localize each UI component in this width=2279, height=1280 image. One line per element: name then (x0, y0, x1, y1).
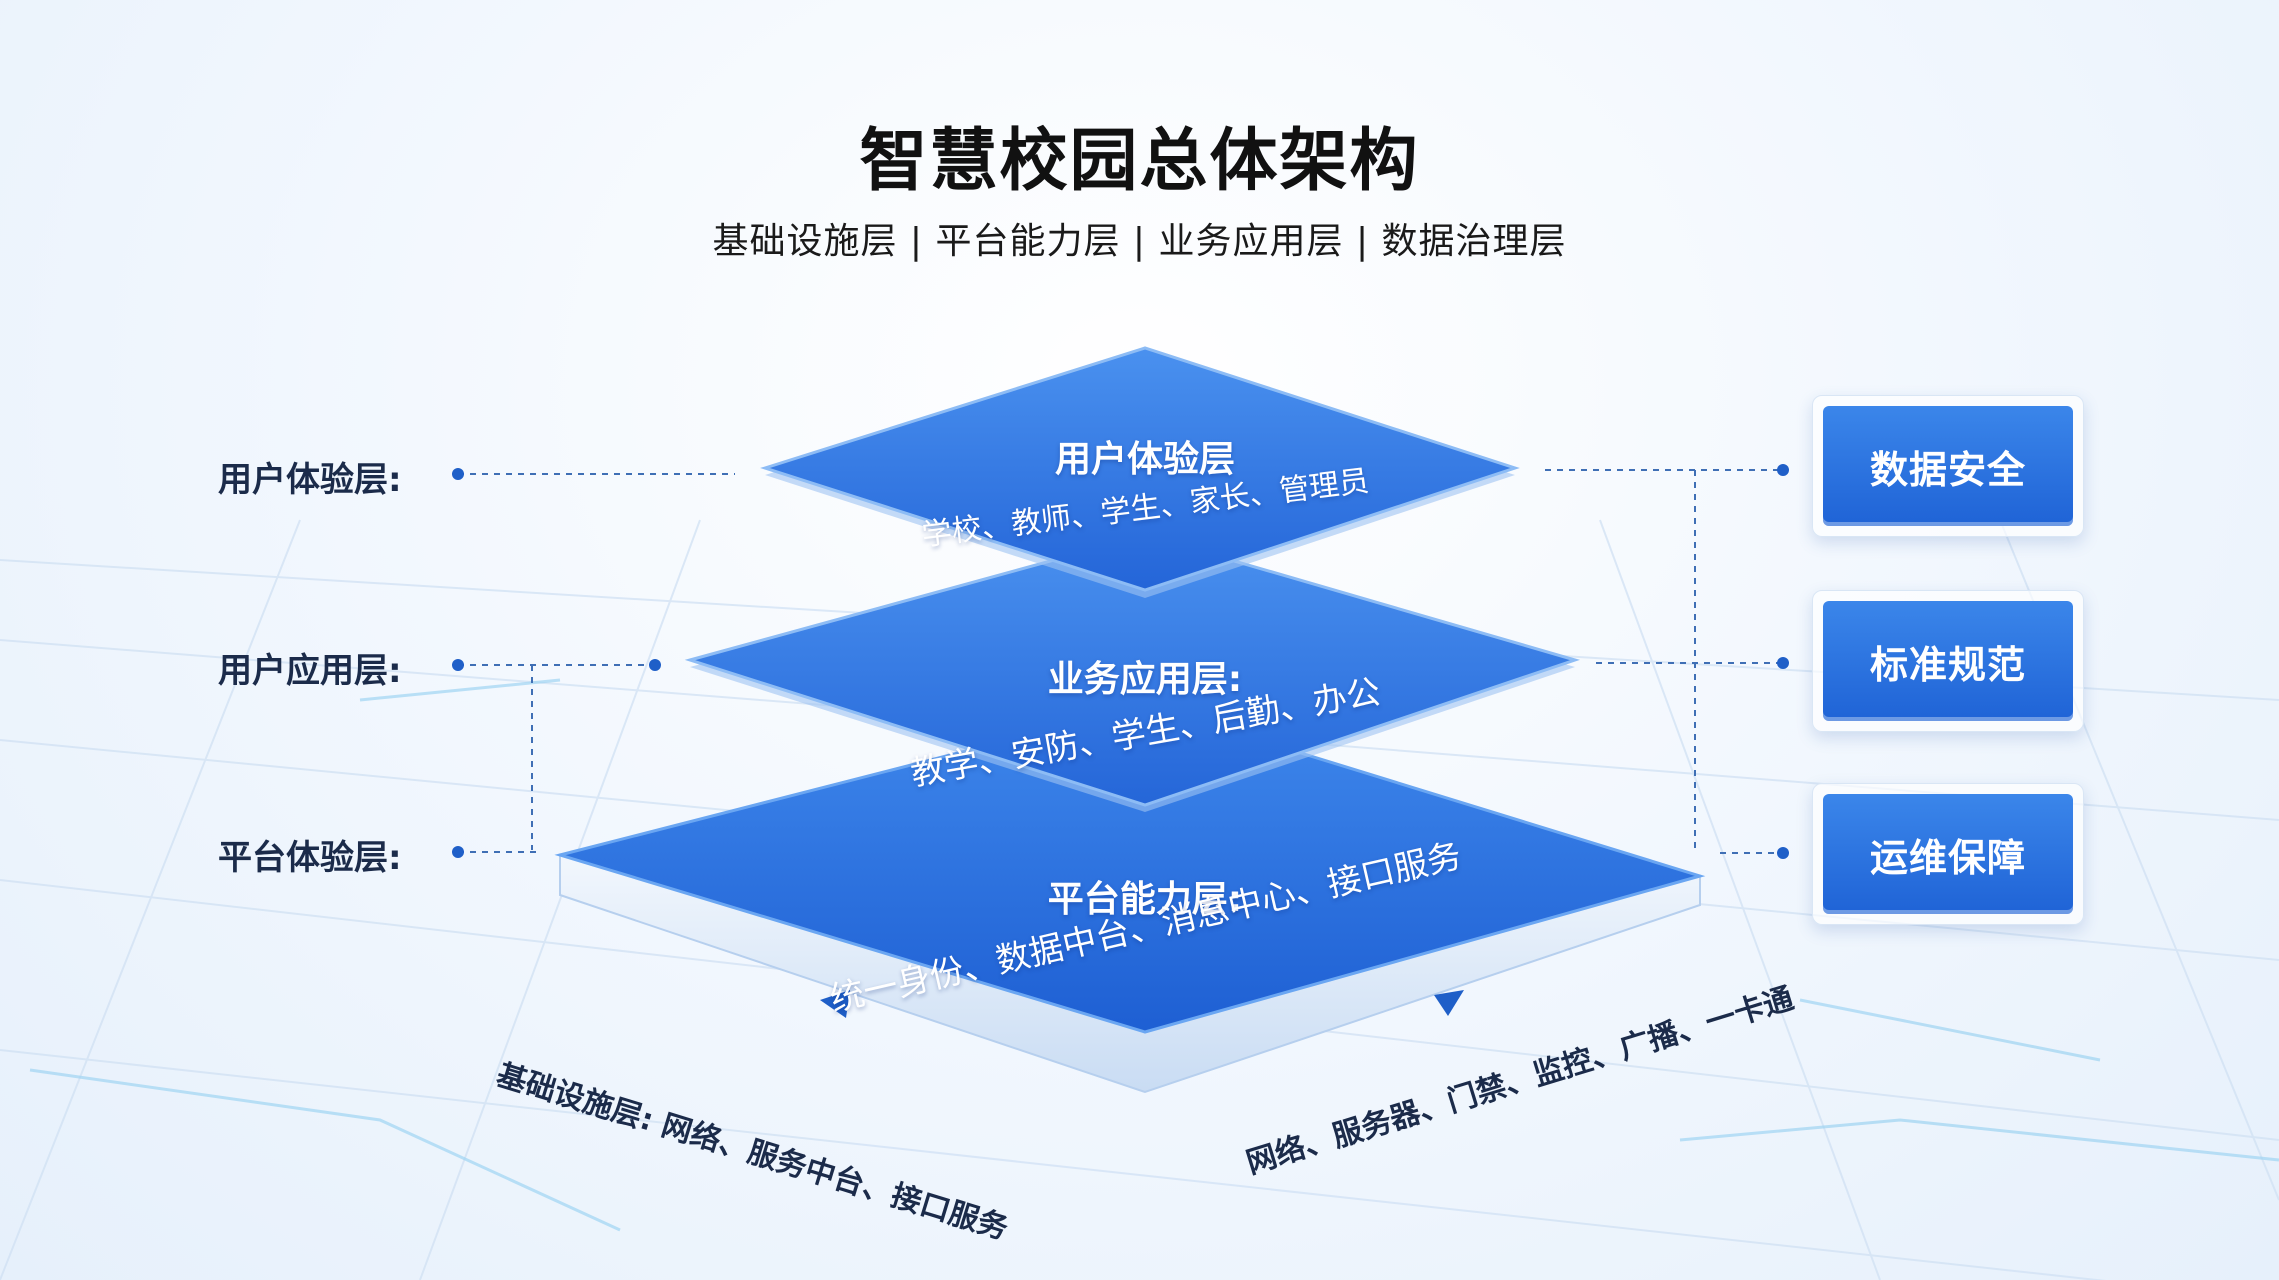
right-box-standards[interactable]: 标准规范 (1812, 590, 2084, 732)
left-connectors (458, 473, 735, 853)
layer-top-plate (760, 346, 1520, 598)
layer-top-text: 用户体验层 学校、教师、学生、家长、管理员 (900, 425, 1390, 553)
left-connector-dots (452, 468, 661, 858)
side-label-bottom: 平台体验层: (218, 838, 402, 878)
layer-bottom-title: 平台能力层: (1047, 879, 1243, 920)
layer-bottom-slab (554, 703, 1706, 1094)
layer-middle-text: 业务应用层: 教学、安防、学生、后勤、办公 (840, 650, 1450, 794)
right-box-operations[interactable]: 运维保障 (1812, 783, 2084, 925)
side-label-middle: 用户应用层: (218, 651, 402, 691)
layer-middle-title: 业务应用层: (1047, 659, 1243, 700)
right-connector-dots (1777, 464, 1789, 859)
glow-lines (29, 678, 2279, 1232)
right-connectors (1545, 469, 1783, 854)
layer-middle-plate (684, 533, 1581, 812)
layer-bottom-text: 平台能力层: 统一身份、数据中台、消息中心、接口服务 (760, 836, 1530, 1020)
page-subtitle: 基础设施层 | 平台能力层 | 业务应用层 | 数据治理层 (712, 221, 1567, 262)
base-arrow-left-icon (820, 990, 850, 1018)
side-label-top: 用户体验层: (218, 460, 402, 500)
page-title: 智慧校园总体架构 (859, 122, 1420, 201)
right-box-data-security[interactable]: 数据安全 (1812, 395, 2084, 537)
layer-top-title: 用户体验层 (1054, 439, 1235, 480)
right-box-label: 运维保障 (1823, 794, 2073, 914)
right-box-label: 数据安全 (1823, 406, 2073, 526)
base-arrow-right-icon (1434, 990, 1464, 1016)
right-box-label: 标准规范 (1823, 601, 2073, 721)
